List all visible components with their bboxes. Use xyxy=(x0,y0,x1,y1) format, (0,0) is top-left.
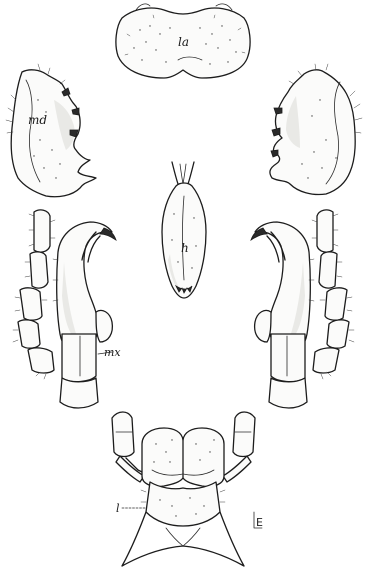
hypopharynx-part: h xyxy=(162,162,206,298)
scale-mark-label: E xyxy=(256,516,263,529)
maxilla-right xyxy=(251,210,354,408)
lower-lip-label: l xyxy=(116,502,120,515)
mandible-label: md xyxy=(28,113,47,127)
labrum-part: la xyxy=(116,4,250,78)
scale-mark: E xyxy=(254,512,263,529)
mandible-right xyxy=(270,64,362,195)
maxillary-palp-segment xyxy=(34,210,50,252)
labium-label: la xyxy=(178,35,189,49)
maxilla-left: mx xyxy=(13,210,121,408)
labium-part: l xyxy=(112,412,255,566)
hypopharynx-label: h xyxy=(181,241,189,255)
maxilla-label: mx xyxy=(104,346,121,359)
mandible-left: md xyxy=(6,64,96,197)
